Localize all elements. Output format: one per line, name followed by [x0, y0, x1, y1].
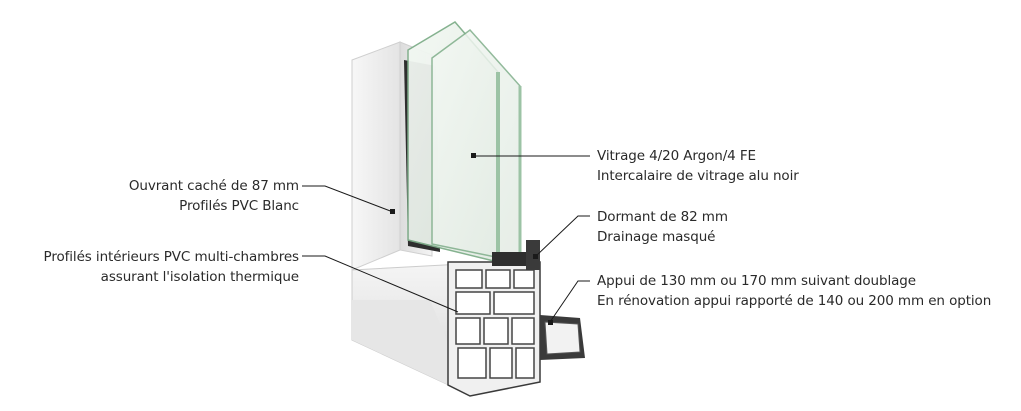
- callout-appui-line1: Appui de 130 mm ou 170 mm suivant doubla…: [597, 273, 916, 289]
- callout-appui: Appui de 130 mm ou 170 mm suivant doubla…: [597, 271, 991, 311]
- leader-dormant: [535, 215, 590, 257]
- callout-ouvrant-line1: Ouvrant caché de 87 mm: [128, 178, 299, 194]
- callout-dormant: Dormant de 82 mm Drainage masqué: [597, 207, 728, 247]
- callout-appui-line2: En rénovation appui rapporté de 140 ou 2…: [597, 293, 992, 309]
- multi-chamber-section: [447, 240, 541, 397]
- callout-profiles: Profilés intérieurs PVC multi-chambres a…: [43, 247, 300, 287]
- callout-profiles-line1: Profilés intérieurs PVC multi-chambres: [43, 249, 300, 265]
- callout-vitrage: Vitrage 4/20 Argon/4 FE Intercalaire de …: [597, 146, 799, 186]
- callout-dormant-line1: Dormant de 82 mm: [597, 209, 728, 225]
- callout-profiles-line2: assurant l'isolation thermique: [100, 269, 299, 285]
- callout-ouvrant: Ouvrant caché de 87 mm Profilés PVC Blan…: [129, 176, 299, 216]
- leader-profiles: [302, 255, 459, 313]
- leader-lines: [302, 155, 590, 323]
- sill-appui: [540, 315, 585, 360]
- callout-vitrage-line2: Intercalaire de vitrage alu noir: [597, 168, 799, 184]
- leader-ouvrant: [302, 185, 394, 213]
- marker-dots: [390, 153, 553, 325]
- callout-dormant-line2: Drainage masqué: [597, 229, 716, 245]
- callout-vitrage-line1: Vitrage 4/20 Argon/4 FE: [597, 148, 756, 164]
- leader-appui: [549, 280, 590, 323]
- double-glazing: [407, 21, 522, 263]
- callout-ouvrant-line2: Profilés PVC Blanc: [179, 198, 299, 214]
